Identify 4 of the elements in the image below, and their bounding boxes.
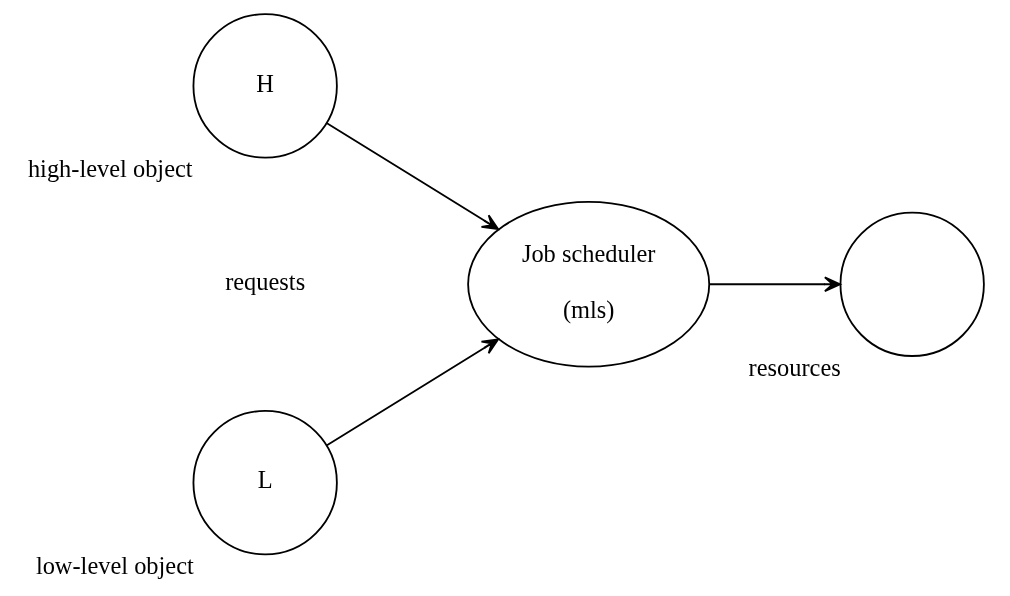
node-label: low-level object [35,551,194,579]
label: requests [224,268,305,296]
node-label: resources [748,353,841,381]
node-label: high-level object [27,155,193,183]
